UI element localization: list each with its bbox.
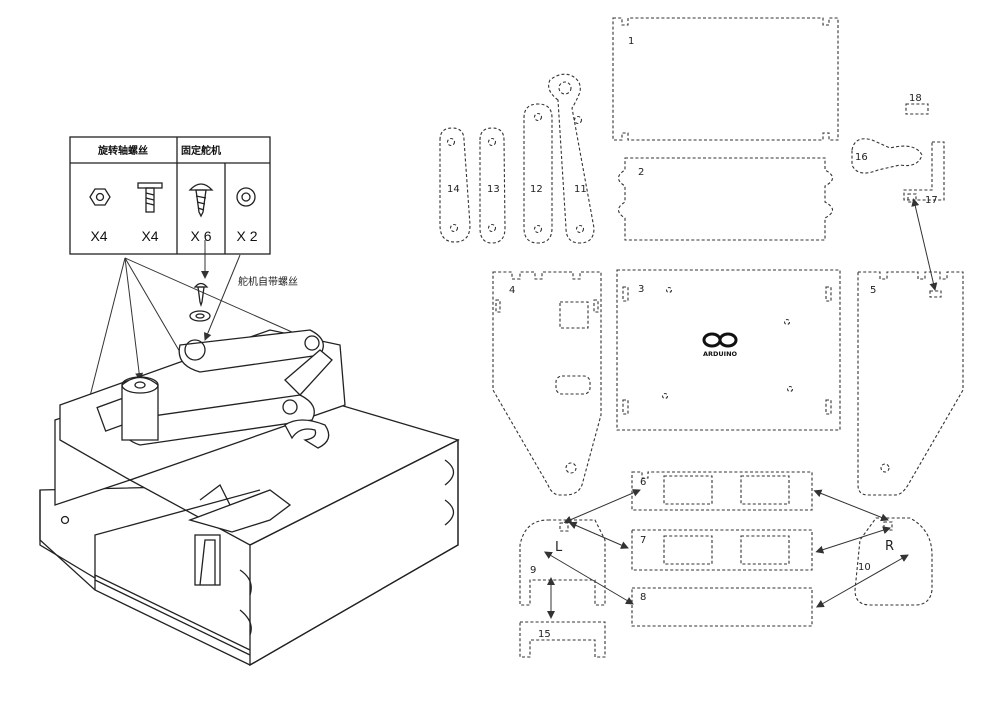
part-5: 5 [857, 271, 964, 496]
part-number-1: 1 [628, 36, 634, 47]
part-number-15: 15 [538, 629, 551, 640]
servo-screw [189, 282, 211, 322]
part-9: L 9 [519, 519, 606, 606]
part-15: 15 [519, 621, 606, 658]
part-number-12: 12 [530, 184, 543, 195]
side-label-right: R [885, 539, 894, 554]
part-number-7: 7 [640, 535, 646, 546]
part-7: 7 [631, 529, 813, 571]
arduino-label: ARDUINO [703, 350, 738, 358]
part-number-18: 18 [909, 93, 922, 104]
part-16: 16 [851, 138, 923, 174]
bolt-icon [137, 182, 163, 213]
screw-icon [188, 183, 214, 218]
part-17: 17 [903, 141, 945, 206]
part-number-17: 17 [925, 195, 938, 206]
part-3: 3 ARDUINO [616, 269, 841, 431]
part-14: 14 [439, 127, 471, 243]
part-number-8: 8 [640, 592, 646, 603]
part-4: 4 [492, 271, 602, 496]
assembled-robot [39, 329, 460, 667]
arduino-logo-icon [702, 332, 738, 348]
part-number-9: 9 [530, 565, 536, 576]
part-12: 12 [523, 103, 553, 244]
header-fixed-servo: 固定舵机 [181, 144, 221, 157]
nut-icon [89, 188, 111, 206]
part-number-13: 13 [487, 184, 500, 195]
part-number-2: 2 [638, 167, 644, 178]
qty-bolt: X4 [141, 228, 158, 244]
qty-screw: X 6 [190, 228, 211, 244]
part-13: 13 [479, 127, 506, 244]
header-rotation-screws: 旋转轴螺丝 [97, 144, 148, 157]
part-number-6: 6 [640, 477, 646, 488]
part-18: 18 [905, 93, 929, 115]
qty-nut: X4 [90, 228, 107, 244]
part-number-16: 16 [855, 152, 868, 163]
side-label-left: L [555, 540, 563, 555]
part-2: 2 [617, 157, 834, 241]
part-1: 1 [612, 17, 839, 141]
part-number-4: 4 [509, 285, 515, 296]
part-11: 11 [548, 73, 595, 244]
part-6: 6 [631, 471, 813, 511]
leader-lines [62, 240, 311, 496]
part-number-10: 10 [858, 562, 871, 573]
part-number-3: 3 [638, 284, 644, 295]
part-number-5: 5 [870, 285, 876, 296]
part-number-14: 14 [447, 184, 460, 195]
parts-table: 旋转轴螺丝 固定舵机 X4 X4 X 6 X [69, 136, 271, 255]
washer-icon [236, 187, 256, 207]
qty-washer: X 2 [236, 228, 257, 244]
part-8: 8 [631, 587, 813, 627]
servo-screw-label: 舵机自带螺丝 [238, 275, 298, 288]
part-10: R 10 [854, 517, 933, 606]
assembly-arrows [543, 198, 938, 619]
part-number-11: 11 [574, 184, 587, 195]
